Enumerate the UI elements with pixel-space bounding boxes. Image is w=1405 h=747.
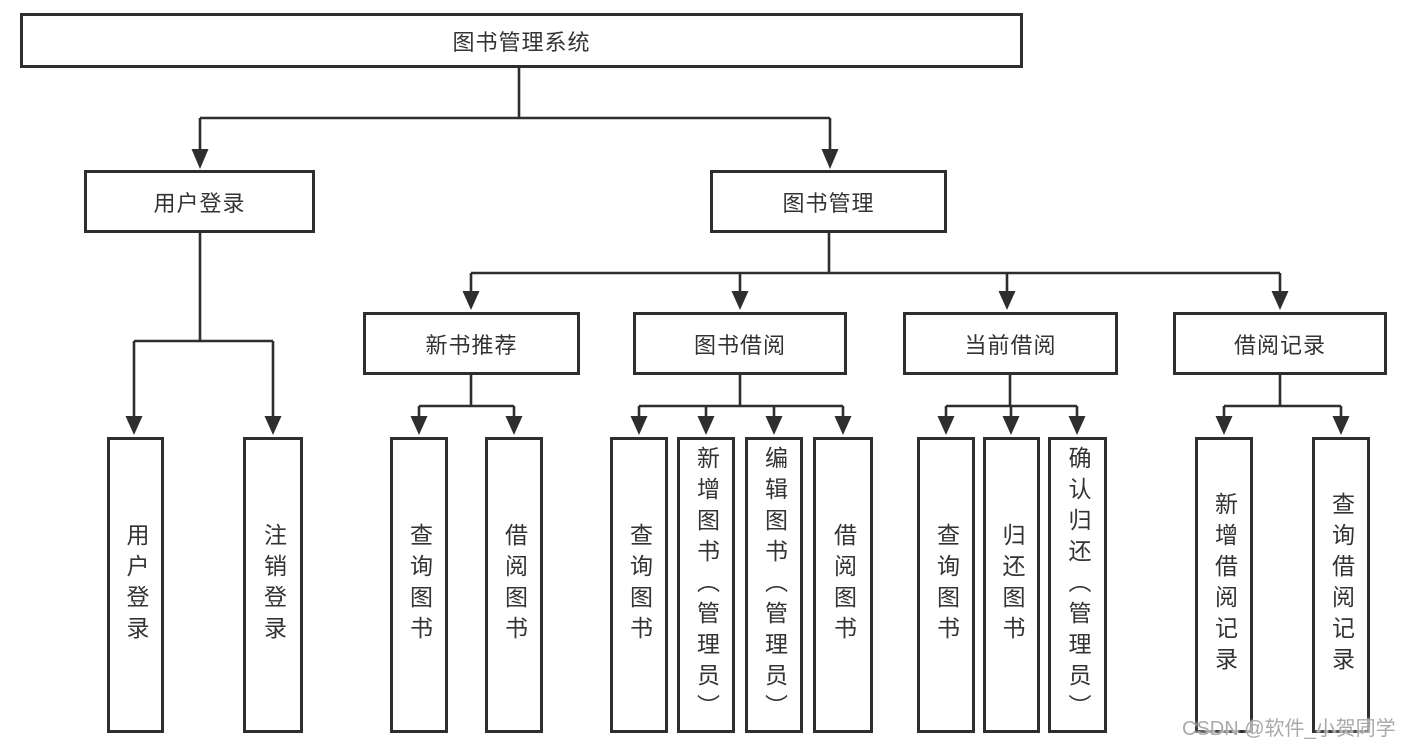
node-user-login-branch: 用户登录 xyxy=(84,170,315,233)
watermark: CSDN @软件_小贺同学 xyxy=(1182,718,1396,740)
node-new-book-recommend-label: 新书推荐 xyxy=(425,332,518,358)
node-leaf-search-books-recommend-label: 查询图书 xyxy=(406,523,433,647)
node-current-borrowing-label: 当前借阅 xyxy=(964,332,1057,358)
node-leaf-edit-books-admin: 编辑图书（管理员） xyxy=(745,437,803,733)
node-leaf-confirm-return-admin: 确认归还（管理员） xyxy=(1048,437,1107,733)
node-leaf-confirm-return-admin-label: 确认归还（管理员） xyxy=(1065,445,1091,725)
node-leaf-user-login: 用户登录 xyxy=(107,437,164,733)
node-leaf-search-borrow-record-label: 查询借阅记录 xyxy=(1328,492,1355,678)
node-leaf-search-books-current-label: 查询图书 xyxy=(933,523,960,647)
node-borrowing-records-label: 借阅记录 xyxy=(1233,332,1326,358)
node-user-login-branch-label: 用户登录 xyxy=(153,190,246,216)
node-leaf-logout-label: 注销登录 xyxy=(260,523,287,647)
node-leaf-add-books-admin: 新增图书（管理员） xyxy=(677,437,735,733)
node-leaf-borrow-books-recommend-label: 借阅图书 xyxy=(501,523,528,647)
node-leaf-edit-books-admin-label: 编辑图书（管理员） xyxy=(761,445,788,725)
node-leaf-return-books: 归还图书 xyxy=(983,437,1040,733)
node-leaf-search-books-recommend: 查询图书 xyxy=(390,437,448,733)
node-root: 图书管理系统 xyxy=(20,13,1023,68)
node-leaf-search-books-borrowing: 查询图书 xyxy=(610,437,668,733)
node-book-management-branch: 图书管理 xyxy=(710,170,947,233)
node-leaf-borrow-books-recommend: 借阅图书 xyxy=(485,437,543,733)
node-book-borrowing-label: 图书借阅 xyxy=(693,332,786,358)
node-book-management-branch-label: 图书管理 xyxy=(782,190,875,216)
node-leaf-return-books-label: 归还图书 xyxy=(999,523,1025,647)
node-root-label: 图书管理系统 xyxy=(452,29,591,55)
node-leaf-search-books-current: 查询图书 xyxy=(917,437,975,733)
node-leaf-search-borrow-record: 查询借阅记录 xyxy=(1312,437,1370,733)
node-leaf-search-books-borrowing-label: 查询图书 xyxy=(626,523,653,647)
node-leaf-logout: 注销登录 xyxy=(243,437,303,733)
node-new-book-recommend: 新书推荐 xyxy=(363,312,580,375)
node-leaf-borrow-books-borrowing: 借阅图书 xyxy=(813,437,873,733)
node-leaf-add-books-admin-label: 新增图书（管理员） xyxy=(693,445,720,725)
node-borrowing-records: 借阅记录 xyxy=(1173,312,1387,375)
node-leaf-add-borrow-record: 新增借阅记录 xyxy=(1195,437,1253,733)
node-book-borrowing: 图书借阅 xyxy=(633,312,847,375)
node-leaf-user-login-label: 用户登录 xyxy=(123,523,149,647)
node-current-borrowing: 当前借阅 xyxy=(903,312,1118,375)
node-leaf-borrow-books-borrowing-label: 借阅图书 xyxy=(830,523,857,647)
node-leaf-add-borrow-record-label: 新增借阅记录 xyxy=(1211,492,1238,678)
